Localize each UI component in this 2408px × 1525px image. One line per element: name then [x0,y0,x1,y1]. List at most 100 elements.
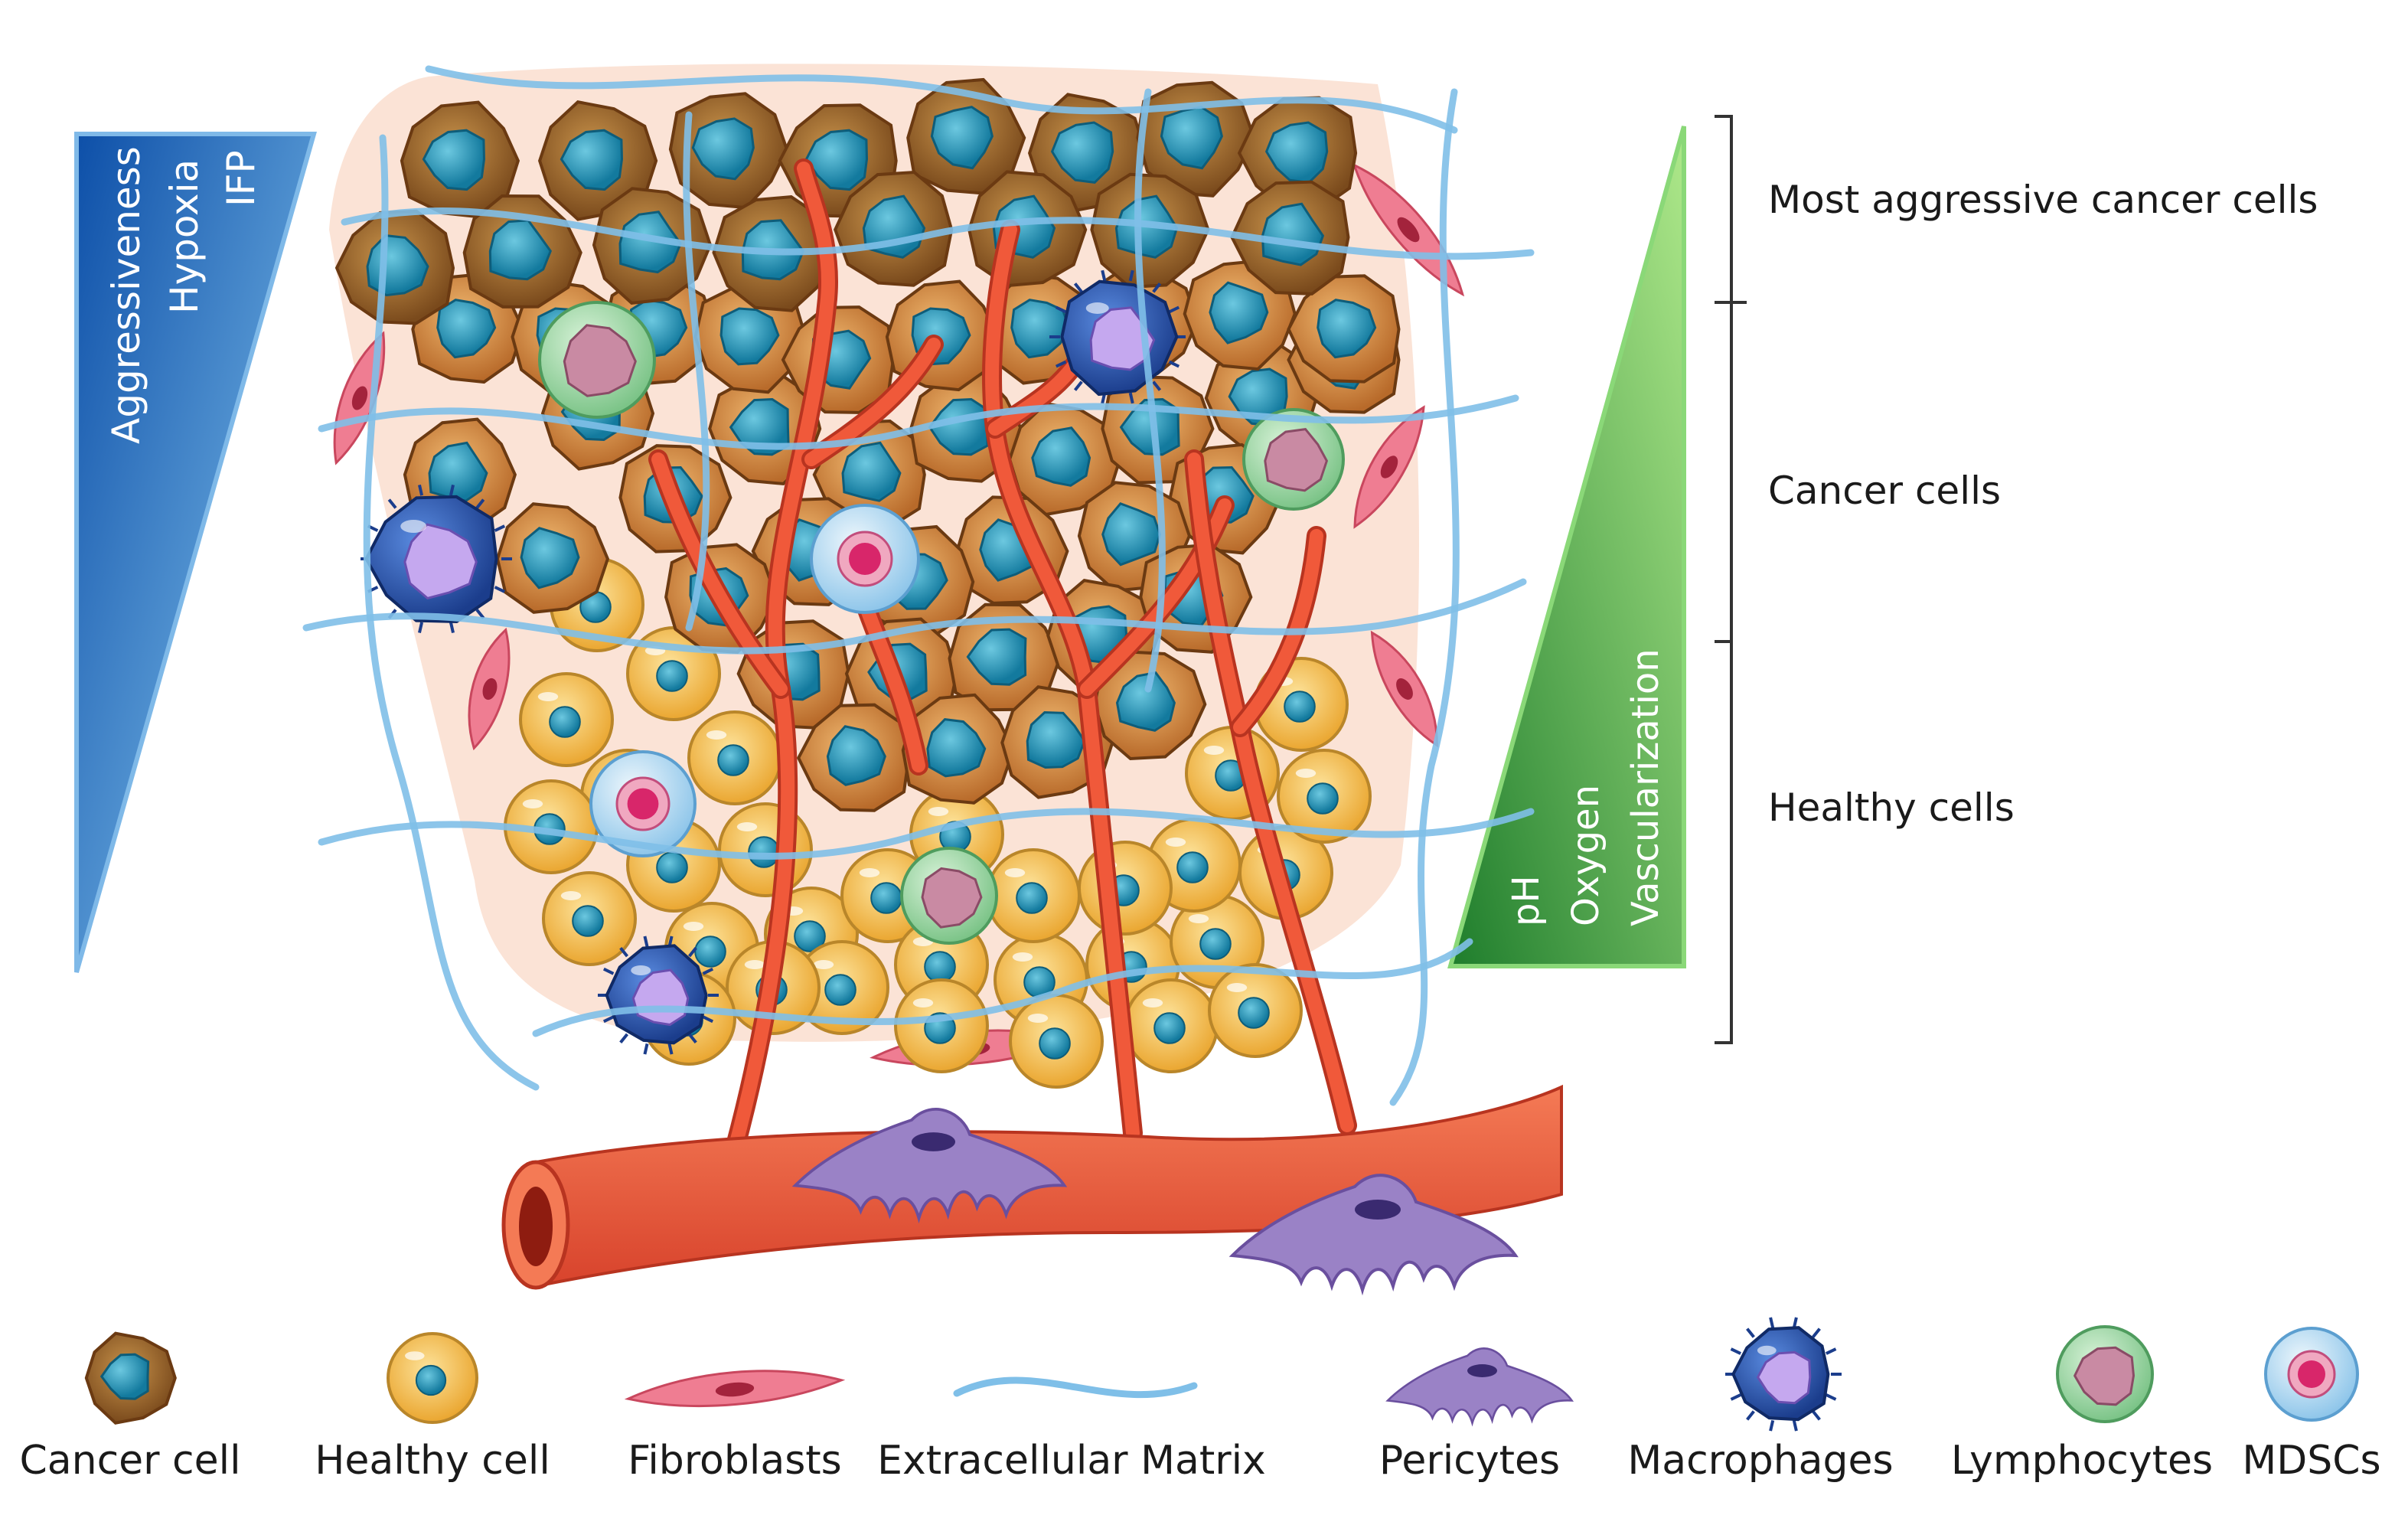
right-gradient-line-3: Vascularization [1624,648,1667,926]
cancer-cell-nucleus [691,117,755,181]
healthy-cell-icon [387,1332,478,1424]
legend-label: Cancer cell [19,1438,240,1484]
legend-label: Fibroblasts [628,1438,842,1484]
healthy-cell-highlight [1226,983,1248,992]
aggressive-cancer-cell [906,77,1026,195]
macrophage [1725,1317,1842,1432]
healthy-cell-nucleus [870,882,902,914]
capillary [1187,452,1354,1132]
ecm-fiber [953,1376,1198,1399]
pericyte-nucleus [1467,1364,1497,1377]
right-gradient-triangle: pH Oxygen Vascularization [1447,126,1686,968]
healthy-cell-nucleus [717,744,749,776]
right-gradient-line-1: pH [1505,875,1548,926]
legend-item: Cancer cell [19,1331,241,1484]
macrophage-process [1746,1327,1755,1338]
mdsc-icon [2264,1327,2359,1422]
macrophage-process [1812,1410,1821,1421]
healthy-cell-highlight [1142,998,1163,1007]
healthy-cell-nucleus [549,706,581,738]
healthy-cell [894,978,989,1073]
healthy-cell [387,1332,478,1424]
healthy-cell-highlight [683,922,704,931]
legend-label: Lymphocytes [1951,1438,2213,1484]
macrophage-process [1055,305,1067,314]
healthy-cell-nucleus [572,905,604,937]
ecm-fiber-icon [953,1376,1198,1399]
zone-cancer-label: Cancer cells [1768,469,2001,513]
macrophage-highlight [1085,302,1109,314]
capillary-network [648,158,1357,1158]
cancer-cell-nucleus [1010,299,1071,359]
mdsc-nucleus [2298,1360,2325,1388]
healthy-cell-nucleus [1153,1012,1186,1044]
macrophage-process [1168,305,1180,314]
mdsc [589,750,697,857]
cancer-cell [901,693,1015,805]
mdsc-nucleus [849,543,881,575]
left-gradient-line-2: Hypoxia [162,159,207,314]
macrophage-nucleus [403,523,478,600]
cancer-cell [495,502,610,614]
fibroblast [624,1370,846,1407]
cancer-cell-layer [334,77,1401,812]
ecm-fiber [532,938,1473,1037]
pericyte-nucleus [1355,1200,1401,1220]
legend-item: Fibroblasts [624,1370,846,1484]
macrophage-process [619,946,629,958]
pericyte-body [1385,1347,1574,1427]
macrophage-process [1825,1393,1837,1401]
healthy-cell [1078,841,1173,936]
left-gradient-triangle: Aggressiveness Hypoxia IFP [74,132,317,973]
macrophage-process [1073,282,1083,293]
healthy-cell-nucleus [415,1364,447,1396]
cancer-cell-nucleus [100,1353,150,1400]
healthy-cell [687,710,782,805]
healthy-cell-highlight [522,799,543,808]
macrophage-process [702,967,714,975]
ecm-fiber [318,808,1535,860]
cancer-cell-nucleus [488,219,552,281]
macrophage-process [1730,1347,1742,1355]
pericyte-layer [791,1108,1519,1296]
macrophage-highlight [631,965,651,975]
cancer-cell-nucleus [618,211,682,274]
pericyte-icon [1385,1347,1574,1427]
cancer-cell-nucleus [1119,397,1180,456]
legend-label: MDSCs [2242,1438,2380,1484]
bracket-healthy [1715,640,1733,1044]
lymphocyte-icon [2056,1325,2154,1423]
macrophage-process [687,1033,697,1044]
healthy-cell [1208,963,1303,1058]
lymphocyte-nucleus [1264,428,1329,492]
cancer-cell-nucleus [826,725,886,786]
macrophage-process [449,485,455,496]
cancer-cell-nucleus [1209,281,1269,345]
healthy-cell-nucleus [1307,782,1339,815]
fibroblast [1353,405,1425,529]
cancer-cell-nucleus [422,129,486,191]
macrophage-icon [1725,1317,1842,1432]
healthy-cell-highlight [537,692,559,701]
macrophage-process [1055,360,1067,368]
pericyte-nucleus [912,1132,955,1151]
legend-item: Healthy cell [315,1332,550,1484]
mdsc [2264,1327,2359,1422]
healthy-cell-nucleus [924,951,956,983]
healthy-cell-nucleus [1199,928,1232,960]
macrophage-process [1769,1420,1775,1432]
bracket-cancer [1715,301,1733,643]
left-gradient-line-1: Aggressiveness [104,146,148,444]
legend-label: Healthy cell [315,1438,550,1484]
pericyte-body [1228,1174,1519,1296]
cancer-cell-nucleus [1031,426,1091,487]
macrophage-nucleus [1089,306,1156,371]
macrophage-process [602,1015,615,1024]
ecm-fiber [341,207,1535,260]
macrophage-process [494,586,506,593]
healthy-cell-nucleus [694,936,726,968]
healthy-cell [1009,994,1104,1089]
ecm-fiber [1389,88,1460,1106]
